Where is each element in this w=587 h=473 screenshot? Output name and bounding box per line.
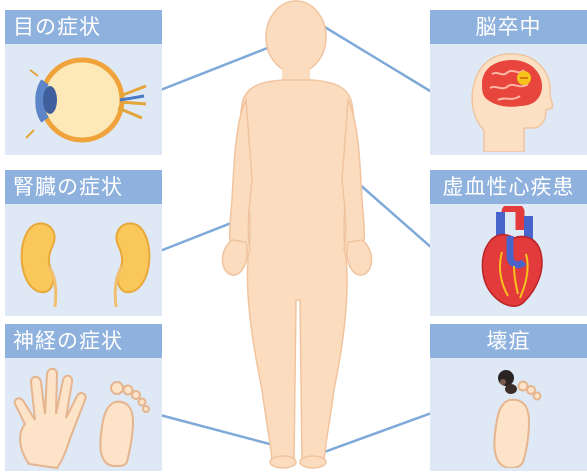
header-gangrene: 壊疽 bbox=[430, 324, 587, 358]
panel-ischemic-heart-disease: 虚血性心疾患 bbox=[430, 170, 587, 316]
hand-foot-illustration bbox=[11, 364, 159, 470]
connector-eye bbox=[158, 45, 275, 91]
connector-nerve bbox=[160, 415, 281, 447]
header-stroke: 脳卒中 bbox=[430, 10, 587, 44]
panel-nerve-symptoms: 神経の症状 bbox=[5, 324, 162, 471]
panel-kidney-symptoms: 腎臓の症状 bbox=[5, 170, 162, 316]
eye-illustration bbox=[20, 52, 150, 150]
header-ischemic-heart-disease: 虚血性心疾患 bbox=[430, 170, 587, 204]
panel-stroke: 脳卒中 bbox=[430, 10, 587, 155]
foot-illustration bbox=[485, 364, 545, 468]
panel-eye-symptoms: 目の症状 bbox=[5, 10, 162, 155]
header-kidney-symptoms: 腎臓の症状 bbox=[5, 170, 162, 204]
heart-illustration bbox=[480, 206, 550, 312]
panel-gangrene: 壊疽 bbox=[430, 324, 587, 471]
body-silhouette bbox=[222, 1, 371, 468]
header-eye-symptoms: 目の症状 bbox=[5, 10, 162, 44]
header-nerve-symptoms: 神経の症状 bbox=[5, 324, 162, 358]
kidney-illustration bbox=[19, 215, 154, 311]
brain-head-illustration bbox=[468, 48, 554, 152]
